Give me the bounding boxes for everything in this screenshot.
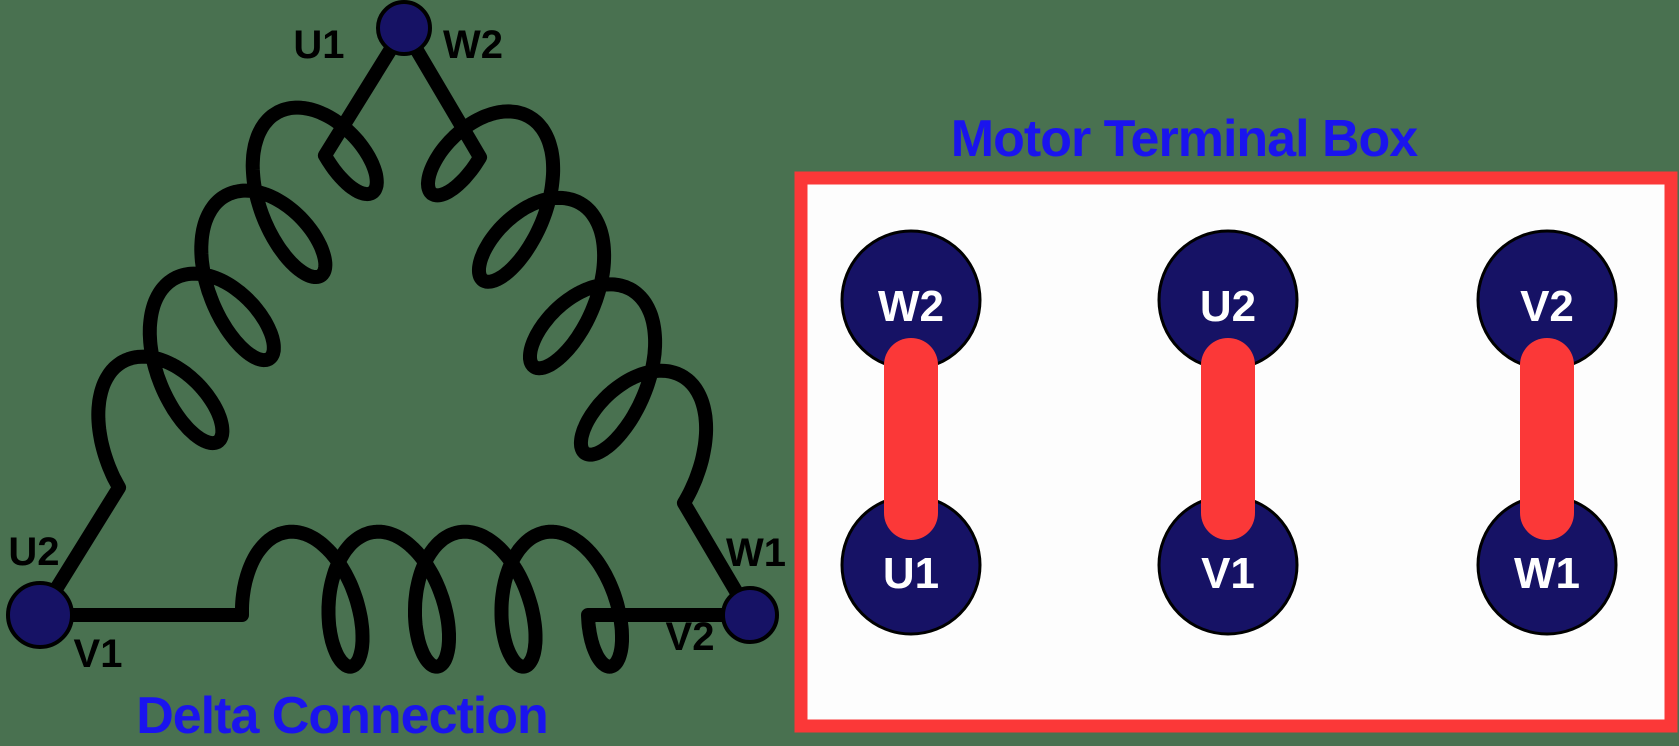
terminal-label-bottom-3: W1 xyxy=(1514,549,1580,598)
apex-left-label: U1 xyxy=(293,23,344,67)
apex-right-label: W2 xyxy=(443,23,503,67)
terminal-link-2: U2 V1 xyxy=(1157,229,1299,636)
link-bar-2 xyxy=(1201,338,1255,540)
bottom-left-lower-label: V1 xyxy=(74,632,123,676)
terminal-label-top-1: W2 xyxy=(878,282,944,331)
delta-connection-diagram: U1 W2 U2 V1 W1 V2 Delta Connection xyxy=(6,0,786,745)
delta-winding-left xyxy=(33,20,411,622)
terminal-label-top-3: V2 xyxy=(1520,282,1574,331)
link-bar-3 xyxy=(1520,338,1574,540)
terminal-label-top-2: U2 xyxy=(1200,282,1256,331)
apex-terminal-dot xyxy=(376,0,432,56)
bottom-left-terminal-dot xyxy=(6,581,74,649)
motor-terminal-box: Motor Terminal Box W2 U1 U2 V1 V2 W1 xyxy=(794,110,1678,733)
bottom-right-terminal-dot xyxy=(721,586,779,644)
terminal-label-bottom-2: V1 xyxy=(1201,549,1255,598)
delta-caption: Delta Connection xyxy=(136,687,548,745)
link-bar-1 xyxy=(884,338,938,540)
bottom-left-upper-label: U2 xyxy=(8,530,59,574)
bottom-right-upper-label: W1 xyxy=(726,531,786,575)
terminal-link-1: W2 U1 xyxy=(840,229,982,636)
delta-winding-bottom xyxy=(33,524,757,674)
terminal-box-title: Motor Terminal Box xyxy=(951,110,1418,168)
terminal-link-3: V2 W1 xyxy=(1476,229,1618,636)
terminal-label-bottom-1: U1 xyxy=(883,549,939,598)
delta-winding-right xyxy=(396,21,757,622)
bottom-right-lower-label: V2 xyxy=(666,615,715,659)
